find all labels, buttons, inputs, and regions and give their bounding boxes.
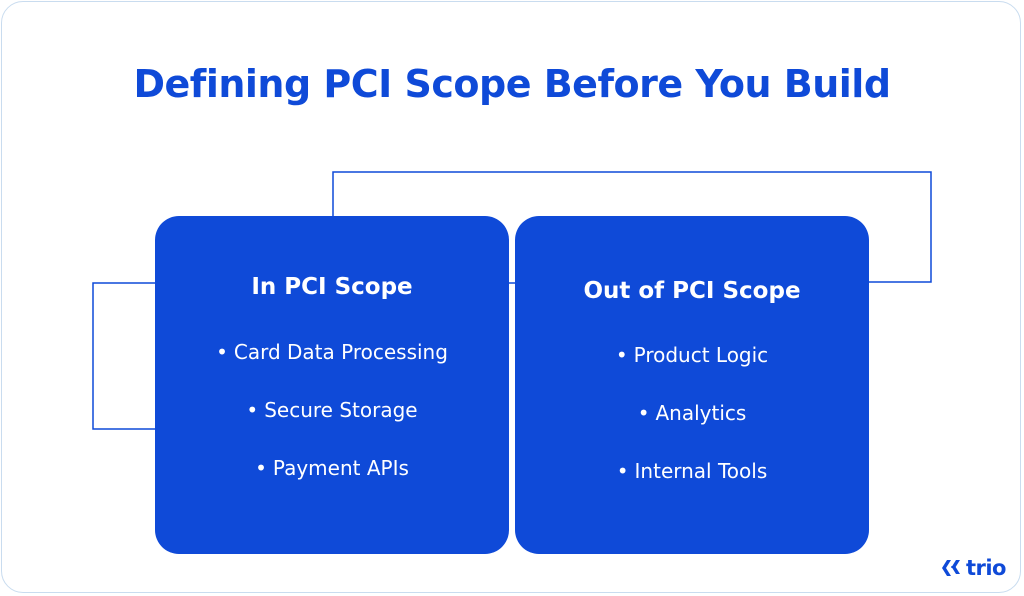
list-item: •Internal Tools (515, 459, 869, 483)
list-item-label: Analytics (655, 401, 747, 425)
list-item: •Card Data Processing (155, 340, 509, 364)
trio-logo-icon (941, 560, 960, 576)
page-title: Defining PCI Scope Before You Build (133, 62, 891, 106)
bullet: • (637, 401, 650, 425)
list-item-label: Internal Tools (634, 459, 768, 483)
logo-text: trio (965, 556, 1007, 580)
out-of-scope-panel: Out of PCI Scope •Product Logic •Analyti… (515, 216, 869, 554)
list-item: •Product Logic (515, 343, 869, 367)
out-of-scope-heading: Out of PCI Scope (583, 278, 801, 304)
bullet: • (255, 456, 267, 480)
bullet: • (615, 343, 628, 367)
list-item: •Secure Storage (155, 398, 509, 422)
connector-line-top-right (332, 171, 932, 283)
in-scope-list: •Card Data Processing •Secure Storage •P… (155, 340, 509, 514)
in-scope-panel: In PCI Scope •Card Data Processing •Secu… (155, 216, 509, 554)
bullet: • (246, 398, 259, 422)
trio-logo: trio (940, 556, 1007, 580)
connector-line-left (92, 282, 156, 430)
bullet: • (216, 340, 228, 364)
list-item-label: Card Data Processing (233, 340, 448, 364)
out-of-scope-list: •Product Logic •Analytics •Internal Tool… (515, 343, 869, 517)
list-item-label: Payment APIs (272, 456, 409, 480)
list-item-label: Product Logic (633, 343, 769, 367)
in-scope-heading: In PCI Scope (251, 274, 413, 300)
list-item: •Analytics (515, 401, 869, 425)
list-item: •Payment APIs (155, 456, 509, 480)
list-item-label: Secure Storage (264, 398, 418, 422)
bullet: • (616, 459, 629, 483)
